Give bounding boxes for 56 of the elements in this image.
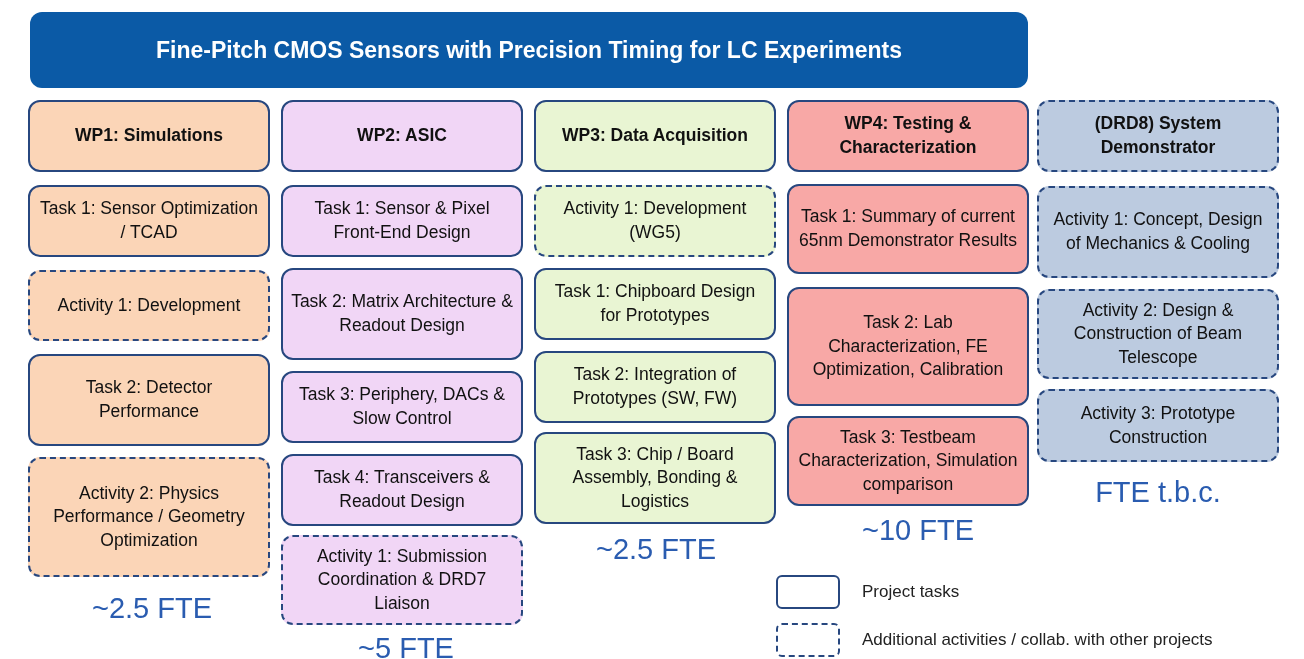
task-text: Activity 2: Design & Construction of Beam Telescope <box>1072 298 1244 369</box>
task-text: Activity 3: Prototype Construction <box>1079 401 1237 449</box>
task-text: Task 3: Chip / Board Assembly, Bonding & Logistics <box>571 442 739 513</box>
task-box <box>28 270 270 341</box>
task-text: Activity 1: Development (WG5) <box>562 197 748 244</box>
task-text: Task 2: Matrix Architecture & Readout Design <box>291 290 513 337</box>
task-box <box>787 287 1029 406</box>
legend-label: Project tasks <box>862 582 960 602</box>
task-box <box>281 371 523 443</box>
task-text: Task 1: Sensor Optimization / TCAD <box>39 197 259 244</box>
task-text: Task 2: Lab Characterization, FE Optimization, Calibration <box>811 311 1005 382</box>
fte-estimate: ~5 FTE <box>358 632 454 659</box>
task-box <box>1037 389 1279 462</box>
work-package-header <box>534 100 776 172</box>
task-box <box>534 185 776 257</box>
task-box <box>534 432 776 524</box>
task-text: Activity 2: Physics Performance / Geometry Optimization <box>52 481 246 552</box>
fte-estimate: ~2.5 FTE <box>595 533 717 566</box>
task-box <box>28 185 270 257</box>
task-text: Task 2: Integration of Prototypes (SW, FW) <box>571 363 739 410</box>
task-text: WP4: Testing & Characterization <box>838 112 978 159</box>
task-text: WP2: ASIC <box>357 124 447 148</box>
fte-estimate: FTE t.b.c. <box>1095 476 1221 509</box>
task-box <box>534 351 776 423</box>
task-box <box>281 268 523 360</box>
task-box <box>28 354 270 446</box>
work-package-header <box>281 100 523 172</box>
task-text: Activity 1: Submission Coordination & DRD7 Liaison <box>315 544 489 615</box>
task-box <box>787 416 1029 506</box>
task-box <box>534 268 776 340</box>
fte-estimate: ~2.5 FTE <box>91 592 213 625</box>
task-box <box>281 185 523 257</box>
task-box <box>1037 289 1279 379</box>
title-banner: Fine-Pitch CMOS Sensors with Precision Timing for LC Experiments <box>30 12 1028 88</box>
fte-estimate: ~10 FTE <box>862 514 974 547</box>
work-package-header <box>28 100 270 172</box>
task-box <box>281 454 523 526</box>
work-package-header <box>787 100 1029 172</box>
task-text: Task 1: Sensor & Pixel Front-End Design <box>313 197 491 244</box>
task-box <box>1037 186 1279 278</box>
task-text: WP3: Data Acquisition <box>561 124 748 148</box>
task-text: Task 3: Testbeam Characterization, Simulation comparison <box>797 425 1019 496</box>
task-box <box>787 184 1029 274</box>
task-box <box>281 535 523 625</box>
task-box <box>28 457 270 577</box>
task-text: Task 4: Transceivers & Readout Design <box>312 466 491 513</box>
task-text: Task 2: Detector Performance <box>84 376 214 423</box>
task-text: Task 1: Chipboard Design for Prototypes <box>553 280 757 327</box>
legend-label: Additional activities / collab. with other projects <box>862 630 1213 650</box>
work-package-header <box>1037 100 1279 172</box>
task-text: (DRD8) System Demonstrator <box>1093 112 1223 159</box>
task-text: Task 1: Summary of current 65nm Demonstrator Results <box>798 205 1018 252</box>
task-text: WP1: Simulations <box>75 124 223 148</box>
task-text: Activity 1: Development <box>57 293 241 317</box>
task-text: Task 3: Periphery, DACs & Slow Control <box>298 383 506 430</box>
task-text: Activity 1: Concept, Design of Mechanics & Cooling <box>1052 208 1264 255</box>
